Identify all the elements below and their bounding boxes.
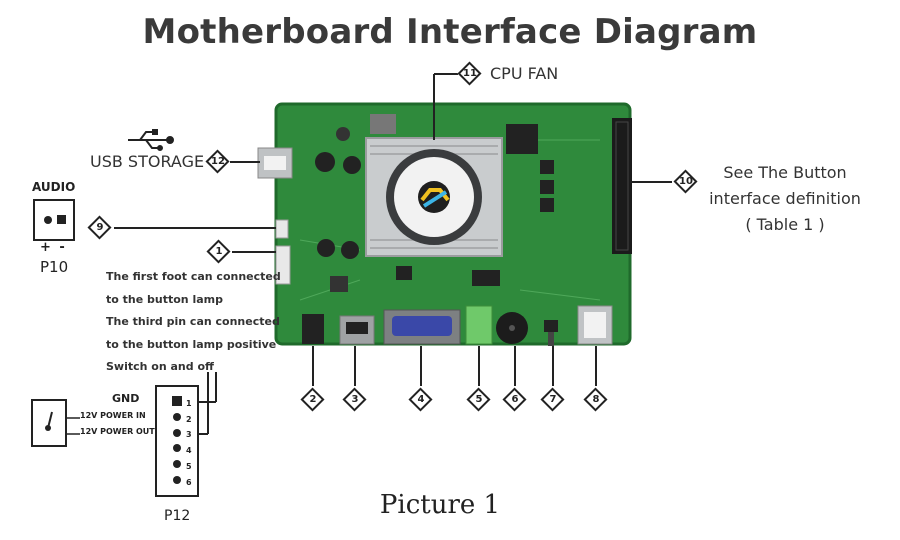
pin-number: 6 [186,477,192,487]
callout-badge: 11 [457,61,483,87]
button-definition-line-1: See The Button [723,163,847,182]
callout-number: 3 [351,394,359,405]
pin-number: 5 [186,461,192,471]
green-connector [465,305,493,345]
callout-number: 6 [511,394,519,405]
gnd-label: GND [112,392,140,405]
note-line: The first foot can connected [106,270,281,283]
callout-badge: 6 [502,387,528,413]
callout-number: 9 [96,222,104,233]
callout-number: 5 [475,394,483,405]
note-line: to the button lamp [106,292,223,306]
pin-number: 2 [186,414,192,424]
button-definition-line-2: interface definition [709,189,861,208]
callout-number: 11 [463,68,477,79]
note-line: to the button lamp positive [106,337,277,351]
callout-number: 10 [679,176,693,187]
callout-badge: 9 [87,215,113,241]
callout-badge: 2 [300,387,326,413]
callout-number: 1 [215,246,223,257]
callout-badge: 8 [583,387,609,413]
power-in-label: 12V POWER IN [80,411,146,420]
audio-label: AUDIO [32,180,76,194]
pin-number: 3 [186,430,192,440]
audio-jack [302,314,324,344]
callout-number: 2 [309,394,317,405]
p12-header-drawing [155,385,199,497]
p10-label: P10 [40,258,69,276]
callout-badge: 7 [540,387,566,413]
cpu-heatsink [365,137,503,257]
cpu-fan-label: CPU FAN [490,64,559,83]
button-header [612,118,632,254]
note-line: Switch on and off [106,360,214,373]
power-switch-drawing [31,399,80,447]
audio-polarity-label: + - [40,240,67,255]
pin-number: 4 [186,446,192,456]
callout-badge: 3 [342,387,368,413]
note-line: The third pin can connected [106,315,280,328]
p12-label: P12 [164,508,191,524]
callout-badge: 5 [466,387,492,413]
callout-number: 8 [592,394,600,405]
callout-badge: 1 [206,239,232,265]
pin-number: 1 [186,399,192,408]
picture-caption: Picture 1 [379,490,501,520]
callout-number: 4 [417,394,425,405]
usb-storage-label: USB STORAGE [90,152,205,171]
switch [544,320,558,332]
p10-connector-drawing [33,199,75,241]
diagram-title: Motherboard Interface Diagram [142,12,758,52]
usb-symbol-icon [128,129,174,151]
p12-pin-numbers: 1 2 3 4 5 6 [186,396,192,490]
callout-badge: 12 [205,149,231,175]
button-definition-label: See The Button interface definition ( Ta… [700,160,870,238]
callout-number: 12 [211,156,225,167]
callout-badge: 4 [408,387,434,413]
button-lamp-notes: The first foot can connected to the butt… [106,266,281,379]
power-out-label: 12V POWER OUT [80,427,155,436]
callout-number: 7 [549,394,557,405]
button-definition-line-3: ( Table 1 ) [745,215,825,234]
callout-badge: 10 [673,169,699,195]
